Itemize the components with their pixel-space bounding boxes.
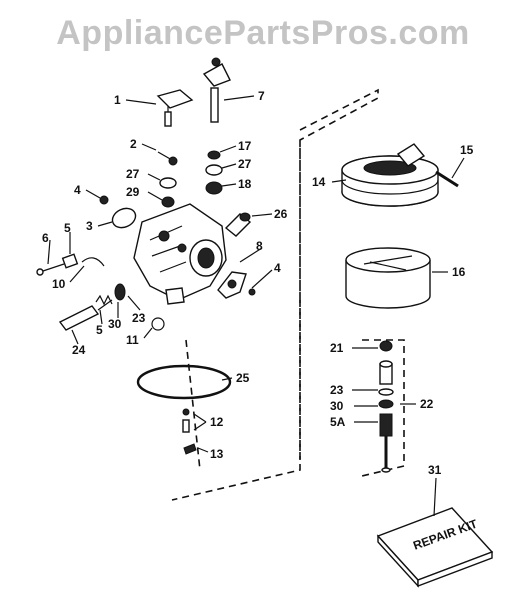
callout-6: 6 [42, 231, 49, 245]
part-screw-2 [157, 151, 178, 166]
part-washer-27-right [205, 164, 223, 176]
callout-18: 18 [238, 177, 252, 191]
leader-lines [47, 95, 465, 517]
callout-23-left: 23 [132, 311, 146, 325]
part-pin-13 [183, 443, 197, 455]
part-washer-21 [379, 340, 393, 352]
part-spring-17 [207, 150, 221, 160]
part-bowl-16 [345, 247, 431, 309]
part-oring-30-left [114, 283, 126, 301]
callout-4-left: 4 [74, 183, 81, 197]
callout-8: 8 [256, 239, 263, 253]
part-ring-11 [151, 317, 165, 331]
callout-26: 26 [274, 207, 288, 221]
callout-1: 1 [114, 93, 121, 107]
part-pin-15 [435, 170, 459, 188]
callout-5-lower: 5 [96, 323, 103, 337]
callout-25: 25 [236, 371, 250, 385]
callout-27-left: 27 [126, 167, 140, 181]
callout-16: 16 [452, 265, 466, 279]
part-seal-18 [205, 181, 223, 195]
part-float-14 [341, 143, 439, 207]
callout-15: 15 [460, 143, 474, 157]
part-needle-24 [58, 299, 113, 331]
part-screw-4-left [99, 195, 109, 205]
callout-10: 10 [52, 277, 66, 291]
part-clip-10 [81, 257, 105, 267]
callout-31: 31 [428, 463, 442, 477]
part-spring-5A [379, 413, 393, 473]
callout-17: 17 [238, 139, 252, 153]
callout-12: 12 [210, 415, 224, 429]
float-bowl-boundary-dashed [185, 300, 301, 471]
part-ring-23-right [378, 388, 394, 396]
callout-24: 24 [72, 343, 86, 357]
part-spring-5-lower [95, 294, 113, 306]
part-screw-6 [36, 263, 65, 276]
callout-5A: 5A [330, 415, 346, 429]
part-seal-29 [161, 196, 175, 208]
part-bowl-gasket-25 [136, 364, 232, 400]
callout-7: 7 [258, 89, 265, 103]
part-screw-4-right [248, 288, 256, 296]
callout-13: 13 [210, 447, 224, 461]
callout-30-left: 30 [108, 317, 122, 331]
callout-14: 14 [312, 175, 326, 189]
part-jet-12 [182, 408, 190, 433]
part-main-jet-22 [379, 360, 393, 385]
part-carburetor-body [133, 203, 227, 305]
kit-boundary-dashed [171, 88, 379, 501]
callout-27-right: 27 [238, 157, 252, 171]
callout-29: 29 [126, 185, 140, 199]
callout-30-right: 30 [330, 399, 344, 413]
part-spring-5-upper [61, 253, 79, 269]
callout-3: 3 [86, 219, 93, 233]
part-washer-27-left [159, 177, 177, 189]
part-plate-8 [217, 271, 247, 299]
watermark: AppliancePartsPros.com [56, 14, 470, 52]
callout-4-right: 4 [274, 261, 281, 275]
callout-22: 22 [420, 397, 434, 411]
part-oring-30-right [378, 399, 394, 409]
callout-23-right: 23 [330, 383, 344, 397]
callout-21: 21 [330, 341, 344, 355]
part-throttle-shaft [156, 89, 194, 127]
callout-5-upper: 5 [64, 221, 71, 235]
callout-11: 11 [126, 333, 139, 347]
part-fitting-26 [224, 212, 252, 237]
part-choke-shaft [202, 57, 231, 123]
part-repair-kit-31: REPAIR KIT [376, 507, 494, 588]
part-plate-3 [111, 207, 137, 229]
callout-2: 2 [130, 137, 137, 151]
